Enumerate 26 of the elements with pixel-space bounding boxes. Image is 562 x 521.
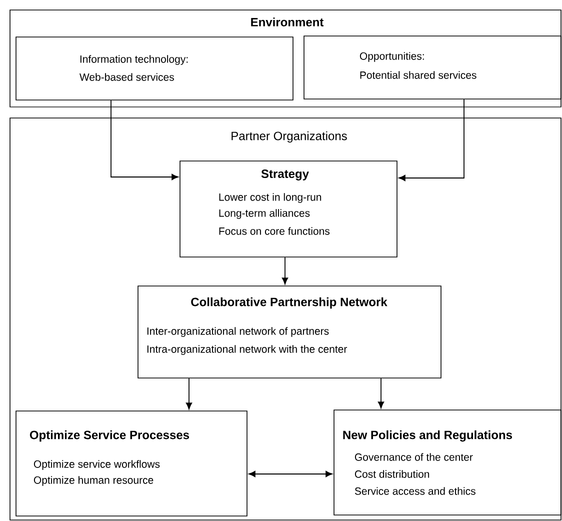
arrow — [248, 470, 332, 478]
box-text: Focus on core functions — [219, 227, 330, 235]
box-text: Lower cost in long-run — [219, 193, 322, 203]
box-title: New Policies and Regulations — [343, 430, 512, 442]
box-text: Optimize human resource — [34, 476, 154, 486]
box-text: Opportunities: — [360, 52, 424, 62]
box-text: Intra-organizational network with the center — [147, 345, 348, 355]
box-title: Collaborative Partnership Network — [191, 297, 388, 309]
box-text: Governance of the center — [354, 453, 473, 461]
box-text: Web-based services — [80, 73, 174, 81]
arrow — [398, 98, 464, 182]
box-text: Information technology: — [80, 55, 188, 65]
box-title: Optimize Service Processes — [30, 430, 190, 442]
arrow — [110, 100, 178, 180]
box-text: Inter-organizational network of partners — [147, 327, 329, 337]
arrow — [378, 378, 384, 408]
arrow — [282, 256, 288, 284]
box-title: Environment — [251, 18, 324, 26]
box-title: Partner Organizations — [232, 131, 347, 143]
arrow — [186, 378, 192, 410]
box-text: Cost distribution — [354, 470, 430, 478]
box-title: Strategy — [261, 170, 309, 180]
box-text: Service access and ethics — [354, 487, 476, 495]
box-text: Optimize service workflows — [34, 460, 160, 470]
box-text: Long-term alliances — [219, 209, 310, 219]
box-text: Potential shared services — [360, 71, 476, 79]
